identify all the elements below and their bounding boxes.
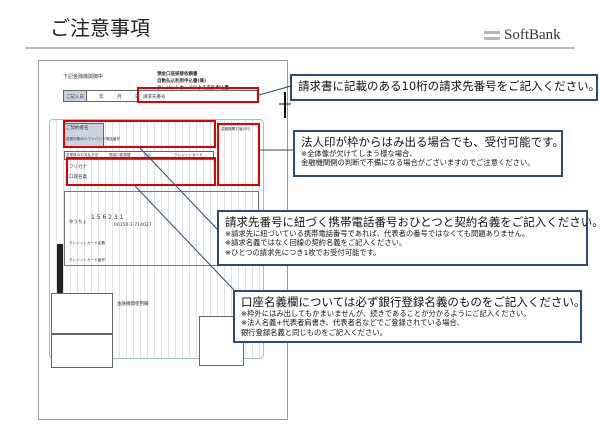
callout-note: ※ひとつの請求先につき1枚でお受付可能です。	[225, 247, 381, 257]
method-option-1: 預金口座振替	[109, 153, 131, 157]
page-title: ご注意事項	[50, 16, 150, 40]
lower-left-table	[51, 293, 113, 368]
form-heading-right-1: 預金口座振替依頼書	[157, 72, 198, 77]
callout-main: 請求書に記載のある10桁の請求先番号をご記入ください。	[298, 79, 600, 93]
postal-label: ゆうちょ	[69, 220, 87, 225]
callout-corporate-seal: 法人印が枠からはみ出る場合でも、受付可能です。 ※全体像が欠けてしまう様な場合、…	[293, 130, 565, 177]
method-row	[64, 151, 214, 160]
card-no-label: クレジットカード番号	[69, 258, 105, 262]
card-name-label: クレジットカード名義	[69, 241, 105, 245]
callout-main: 請求先番号に紐づく携帯電話番号おひとつと契約名義をご記入ください。	[225, 215, 600, 229]
logo-bars-icon	[484, 31, 500, 40]
method-option-3: クレジットカード	[174, 153, 203, 157]
date-month: 月	[117, 95, 122, 100]
callout-note: ※法人名義+代表者肩書き、代表者名などでご登録されている場合、	[241, 318, 464, 328]
form-heading-left: 下記金融機関御中	[63, 74, 104, 80]
date-label: ご記入日	[66, 95, 84, 100]
header-divider	[25, 47, 575, 49]
highlight-account-name	[66, 157, 216, 186]
callout-note: ※請求名義ではなく回線の契約名義をご記入ください。	[225, 238, 407, 248]
callout-account-name: 口座名義欄については必ず銀行登録名義のものをご記入ください。 ※枠外にはみ出して…	[233, 290, 586, 343]
table-divider	[51, 333, 113, 335]
highlight-bank-seal	[217, 123, 260, 186]
contract-name-label: ご契約者名	[66, 126, 89, 131]
method-option-2: 払込	[144, 153, 152, 157]
softbank-logo: SoftBank	[484, 27, 561, 44]
logo-text: SoftBank	[504, 27, 561, 43]
callout-phone-contract: 請求先番号に紐づく携帯電話番号おひとつと契約名義をご記入ください。 ※請求先に紐…	[217, 210, 600, 266]
date-label-cell: ご記入日	[63, 90, 87, 102]
callout-note: ※請求先に紐づいている携帯電話番号であれば、代表者の番号ではなくても問題ありませ…	[225, 229, 530, 239]
callout-billing-number: 請求書に記載のある10桁の請求先番号をご記入ください。	[290, 74, 600, 101]
method-label: 変更後のお支払方法	[66, 153, 99, 157]
bank-usage-label: 金融機関使用欄	[117, 302, 149, 307]
furigana-label: フリガナ	[69, 165, 87, 170]
postal-digits: 1 5 6 2 3 1	[91, 214, 124, 221]
highlight-billing-number	[137, 87, 259, 103]
date-year: 年	[99, 95, 104, 100]
callout-note: 金融機関側の判断で不備になる場合がございますのでご注意ください。	[301, 158, 535, 168]
billing-no-label: 請求先番号	[143, 95, 166, 100]
account-name-label: 口座名義	[69, 175, 87, 180]
postal-account: 00150-1-714027	[114, 223, 152, 228]
callout-note: ※全体像が欠けてしまう様な場合、	[301, 149, 417, 159]
highlight-contract-phone	[63, 120, 216, 148]
bank-seal-label: 金融機関お届け印	[221, 127, 250, 131]
phone-label: 変更対象のソフトバンク電話番号	[66, 137, 121, 141]
callout-note: ※枠外にはみ出してもかまいませんが、続きであることが分かるようにご記入ください。	[241, 309, 531, 319]
callout-note: 銀行登録名義と同じものをご記入ください。	[241, 327, 387, 337]
callout-main: 口座名義欄については必ず銀行登録名義のものをご記入ください。	[241, 295, 586, 309]
form-side-bar	[57, 244, 63, 329]
callout-main: 法人印が枠からはみ出る場合でも、受付可能です。	[301, 135, 565, 149]
form-heading-right-2: 自動払込利用申込書(兼)	[157, 79, 207, 84]
